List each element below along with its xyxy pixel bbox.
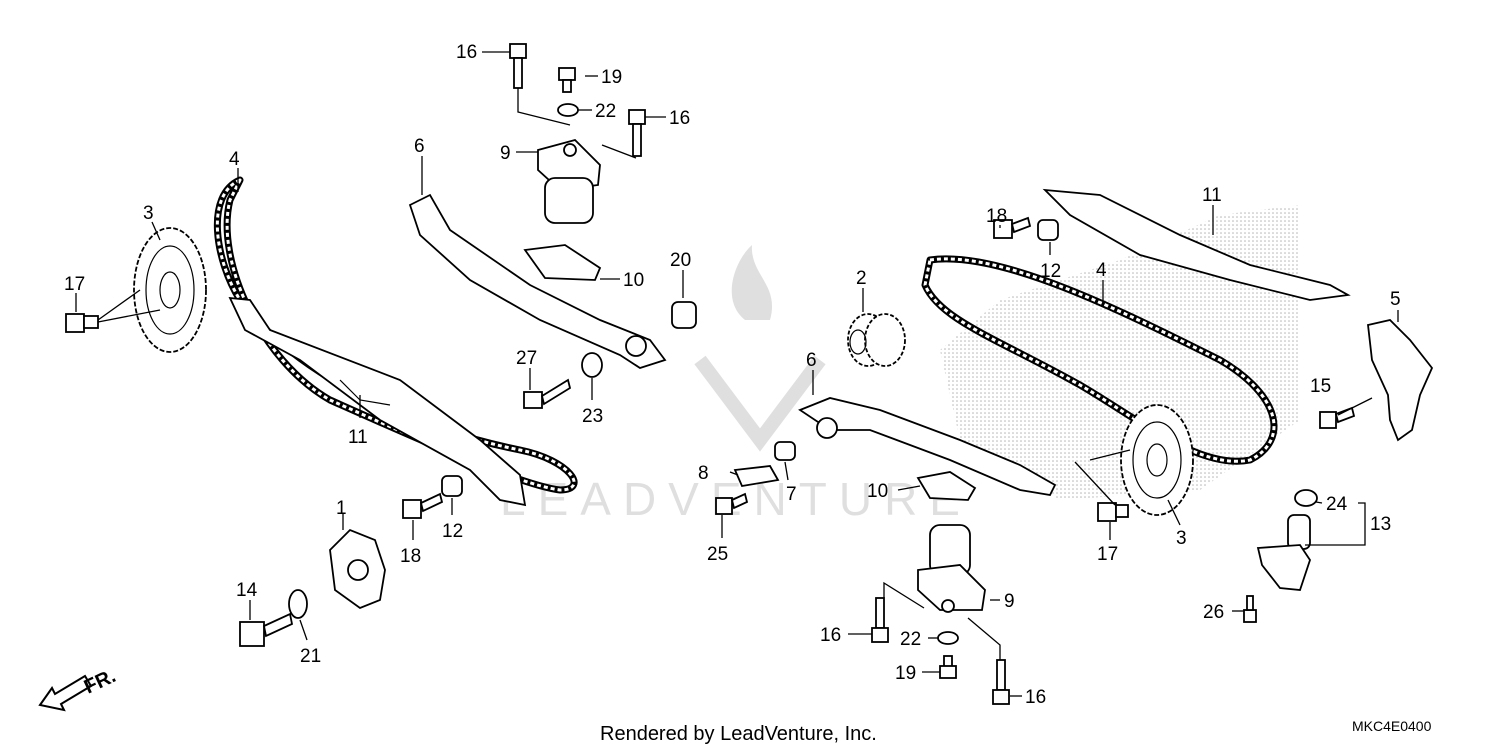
callout-16-upper-right: 16 [669, 108, 690, 129]
bolt-18-right [993, 216, 1032, 239]
callout-9-upper: 9 [500, 143, 511, 164]
callout-6-left: 6 [414, 136, 425, 157]
front-direction-arrow-icon [38, 674, 93, 712]
bolt-27 [523, 378, 572, 409]
callout-12-left: 12 [442, 521, 463, 542]
collar-20 [671, 301, 697, 329]
callout-26: 26 [1203, 602, 1224, 623]
callout-25: 25 [707, 544, 728, 565]
bolt-19-upper [558, 67, 576, 93]
footer-credit: Rendered by LeadVenture, Inc. [600, 723, 877, 745]
collar-12-left [441, 475, 463, 497]
tensioner-lifter-upper [537, 138, 601, 224]
callout-19-upper: 19 [601, 67, 622, 88]
washer-23 [581, 352, 603, 378]
drive-gear-2 [847, 313, 906, 367]
callout-5: 5 [1390, 289, 1401, 310]
callout-9-lower: 9 [1004, 591, 1015, 612]
bolt-19-lower [939, 655, 957, 679]
dowel-7 [774, 441, 796, 461]
callout-17-left: 17 [64, 274, 85, 295]
callout-15: 15 [1310, 376, 1331, 397]
callout-22-lower: 22 [900, 629, 921, 650]
bolt-15 [1319, 406, 1356, 429]
plate-8 [733, 465, 780, 488]
callout-18-left: 18 [400, 546, 421, 567]
callout-27: 27 [516, 348, 537, 369]
callout-16-lower-right: 16 [1025, 687, 1046, 708]
diagram-code: MKC4E0400 [1352, 718, 1432, 734]
bolt-14 [239, 612, 294, 647]
cam-sprocket-right [1120, 404, 1194, 516]
callout-1: 1 [336, 498, 347, 519]
callout-16-upper-left: 16 [456, 42, 477, 63]
callout-11-right: 11 [1202, 185, 1222, 206]
bracket-5 [1367, 319, 1434, 442]
callout-16-lower-left: 16 [820, 625, 841, 646]
sprocket-bolt-left [65, 313, 99, 333]
callout-10-lower: 10 [867, 481, 888, 502]
callout-13: 13 [1370, 514, 1391, 535]
tensioner-lifter-lower [917, 524, 986, 613]
collar-12-right [1037, 219, 1059, 241]
callout-24: 24 [1326, 494, 1348, 515]
shading-area [940, 205, 1300, 500]
callout-19-lower: 19 [895, 663, 916, 684]
callout-23: 23 [582, 406, 603, 427]
callout-22-upper: 22 [595, 101, 616, 122]
front-direction-label: FR. [81, 665, 119, 699]
o-ring-24 [1294, 489, 1318, 507]
callout-3-right: 3 [1176, 528, 1187, 549]
pulser-plate-1 [329, 528, 386, 610]
callout-20: 20 [670, 250, 691, 271]
washer-22-lower [937, 631, 959, 645]
callout-labels: 16 19 22 16 9 4 6 3 17 10 20 27 23 11 18… [64, 42, 1401, 708]
sprocket-bolt-right [1097, 502, 1129, 522]
sensor-13 [1256, 514, 1311, 591]
tensioner-gasket-right [916, 471, 977, 501]
tensioner-arm-left [408, 193, 667, 369]
cam-sprocket-left [133, 227, 207, 353]
tensioner-gasket-upper [523, 244, 602, 281]
callout-14: 14 [236, 580, 258, 601]
cam-chain-guide-left [228, 296, 527, 507]
tensioner-arm-right [798, 397, 1057, 496]
callout-11-left: 11 [348, 427, 368, 448]
callout-3-left: 3 [143, 203, 154, 224]
callout-10-upper: 10 [623, 270, 644, 291]
bolt-26 [1243, 595, 1257, 623]
callout-8: 8 [698, 463, 709, 484]
bolt-18-left [402, 492, 444, 519]
cam-chain-right [921, 255, 1278, 465]
callout-18-right: 18 [986, 206, 1007, 227]
callout-7: 7 [786, 484, 797, 505]
callout-21: 21 [300, 646, 321, 667]
callout-12-right: 12 [1040, 261, 1061, 282]
callout-4-left: 4 [229, 149, 240, 170]
washer-22-upper [557, 103, 579, 117]
callout-4-right: 4 [1096, 260, 1107, 281]
cam-chain-guide-right [1042, 188, 1351, 301]
bolt-25 [715, 492, 749, 515]
callout-17-right: 17 [1097, 544, 1118, 565]
bolt-16-lower-a [871, 597, 889, 643]
washer-21 [288, 589, 308, 619]
callout-2: 2 [856, 268, 867, 289]
bolt-16-lower-b [992, 659, 1010, 705]
bolt-16-upper-b [628, 109, 646, 157]
leader-lines [75, 51, 1399, 697]
bolt-16-upper-a [509, 43, 527, 89]
callout-6-right: 6 [806, 350, 817, 371]
